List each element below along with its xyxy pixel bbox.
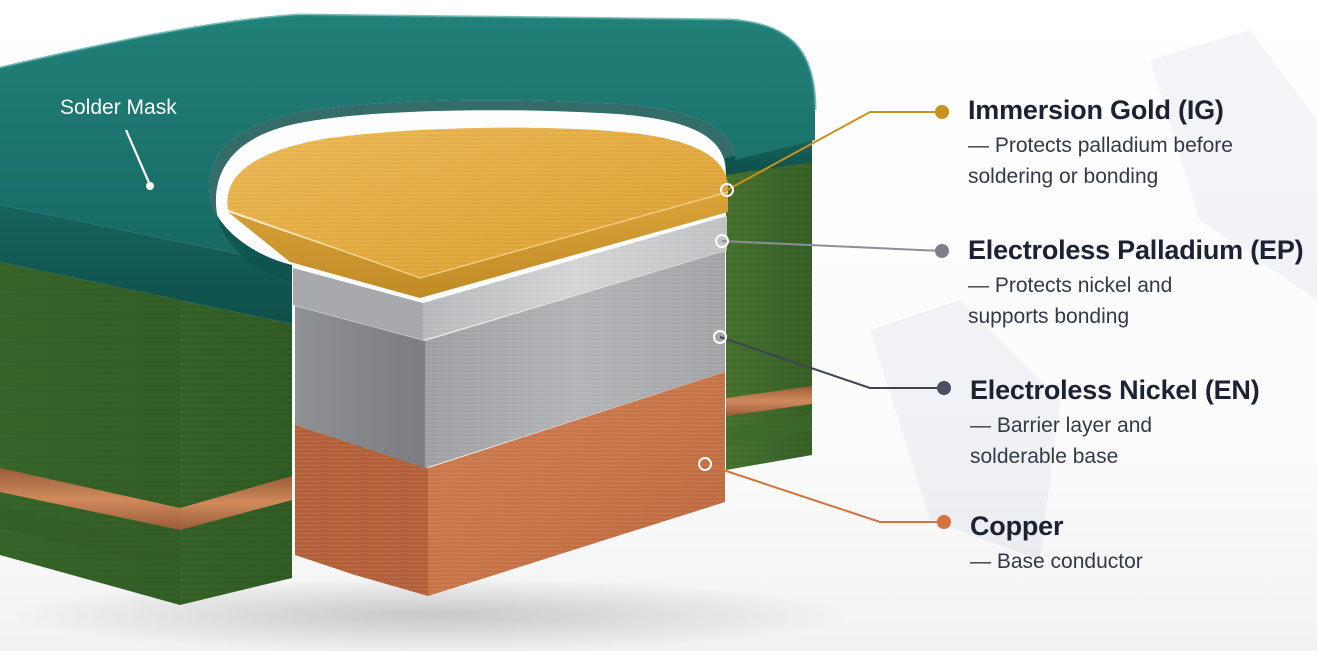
inner-copper-strip-right — [726, 386, 812, 416]
layer-description: — Protects nickel and supports bonding — [968, 270, 1303, 332]
layer-title: Electroless Palladium (EP) — [968, 235, 1304, 265]
layer-title: Immersion Gold (IG) — [968, 95, 1224, 125]
gold-layer-block — [227, 127, 729, 298]
palladium-bullet — [935, 244, 949, 258]
copper-bullet — [937, 515, 951, 529]
inner-copper-strip-left — [0, 468, 180, 530]
layer-description: — Barrier layer and solderable base — [970, 410, 1260, 472]
nickel-layer-block — [294, 249, 726, 468]
layer-title: Copper — [970, 511, 1064, 541]
solder-mask-label: Solder Mask — [60, 96, 177, 119]
layer-description-line: — Protects palladium before — [968, 134, 1233, 157]
gold-leader-line — [726, 111, 942, 191]
gold-anchor-ring — [720, 183, 734, 197]
watermark — [870, 30, 1317, 560]
floor-shadow — [10, 577, 850, 651]
layer-description-line: — Protects nickel and — [968, 274, 1173, 297]
layer-description-line: solderable base — [970, 445, 1119, 468]
solder-mask-slab — [0, 13, 817, 324]
gold-bullet — [935, 105, 949, 119]
layer-description-line: supports bonding — [968, 305, 1130, 328]
copper-anchor-ring — [698, 457, 712, 471]
palladium-layer-block — [293, 216, 727, 340]
laminate-back-right — [726, 158, 812, 470]
layer-description-line: — Barrier layer and — [970, 414, 1153, 437]
layer-title: Electroless Nickel (EN) — [970, 375, 1260, 405]
layer-description-line: soldering or bonding — [968, 165, 1159, 188]
label-immersion-gold: Immersion Gold (IG) — Protects palladium… — [968, 94, 1233, 192]
copper-layer-block — [295, 372, 725, 596]
layer-description: — Protects palladium before soldering or… — [968, 130, 1233, 192]
label-electroless-palladium: Electroless Palladium (EP) — Protects ni… — [968, 234, 1304, 332]
leader-lines — [698, 105, 951, 529]
palladium-leader-line — [721, 240, 943, 252]
palladium-anchor-ring — [715, 234, 729, 248]
nickel-anchor-ring — [713, 330, 727, 344]
solder-mask-pointer-dot — [146, 182, 154, 190]
label-copper: Copper — Base conductor — [970, 510, 1143, 577]
layer-description: — Base conductor — [970, 546, 1143, 577]
solder-mask-pointer-line — [124, 129, 152, 186]
label-electroless-nickel: Electroless Nickel (EN) — Barrier layer … — [970, 374, 1260, 472]
nickel-leader-line — [719, 336, 944, 389]
copper-leader-line — [704, 463, 944, 523]
laminate-front-left — [0, 262, 292, 605]
layer-description-line: — Base conductor — [970, 550, 1143, 573]
solder-mask-annotation: Solder Mask — [60, 96, 177, 190]
nickel-bullet — [937, 381, 951, 395]
